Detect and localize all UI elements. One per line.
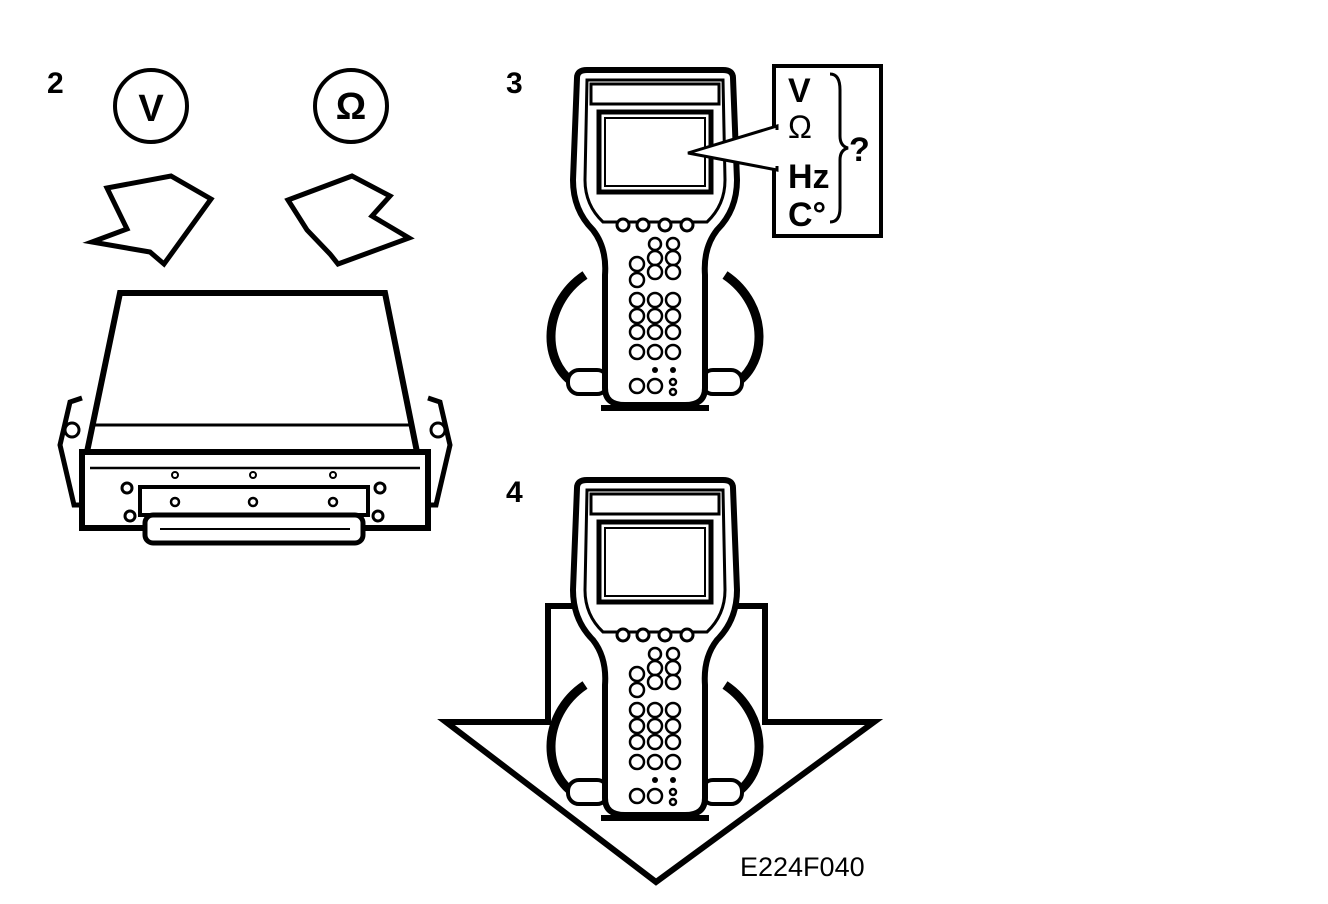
option-hertz: Hz — [788, 158, 830, 196]
option-ohms: Ω — [788, 109, 812, 145]
voltage-symbol-circle — [113, 68, 189, 144]
voltage-symbol-label: V — [138, 88, 164, 130]
step-4-panel: 4 E224F040 — [437, 476, 884, 886]
arrow-ohm-icon — [284, 173, 415, 267]
measurement-options-box — [772, 64, 883, 238]
ohm-symbol-label: Ω — [336, 86, 366, 128]
brace-icon — [829, 72, 849, 224]
question-mark: ? — [849, 131, 870, 169]
step-3-panel: 3 V Ω Hz C° ? — [506, 64, 883, 408]
step-4-number: 4 — [506, 476, 523, 509]
arrow-voltage-icon — [82, 173, 215, 268]
scan-tool-icon — [551, 70, 759, 408]
option-volts: V — [788, 72, 811, 110]
ohm-symbol-circle — [313, 68, 389, 144]
control-module-icon — [57, 290, 453, 546]
step-3-number: 3 — [506, 67, 523, 100]
option-celsius: C° — [788, 196, 826, 234]
step-2-panel: 2 V Ω — [47, 67, 453, 546]
step-2-number: 2 — [47, 67, 64, 100]
figure-code: E224F040 — [740, 852, 865, 882]
